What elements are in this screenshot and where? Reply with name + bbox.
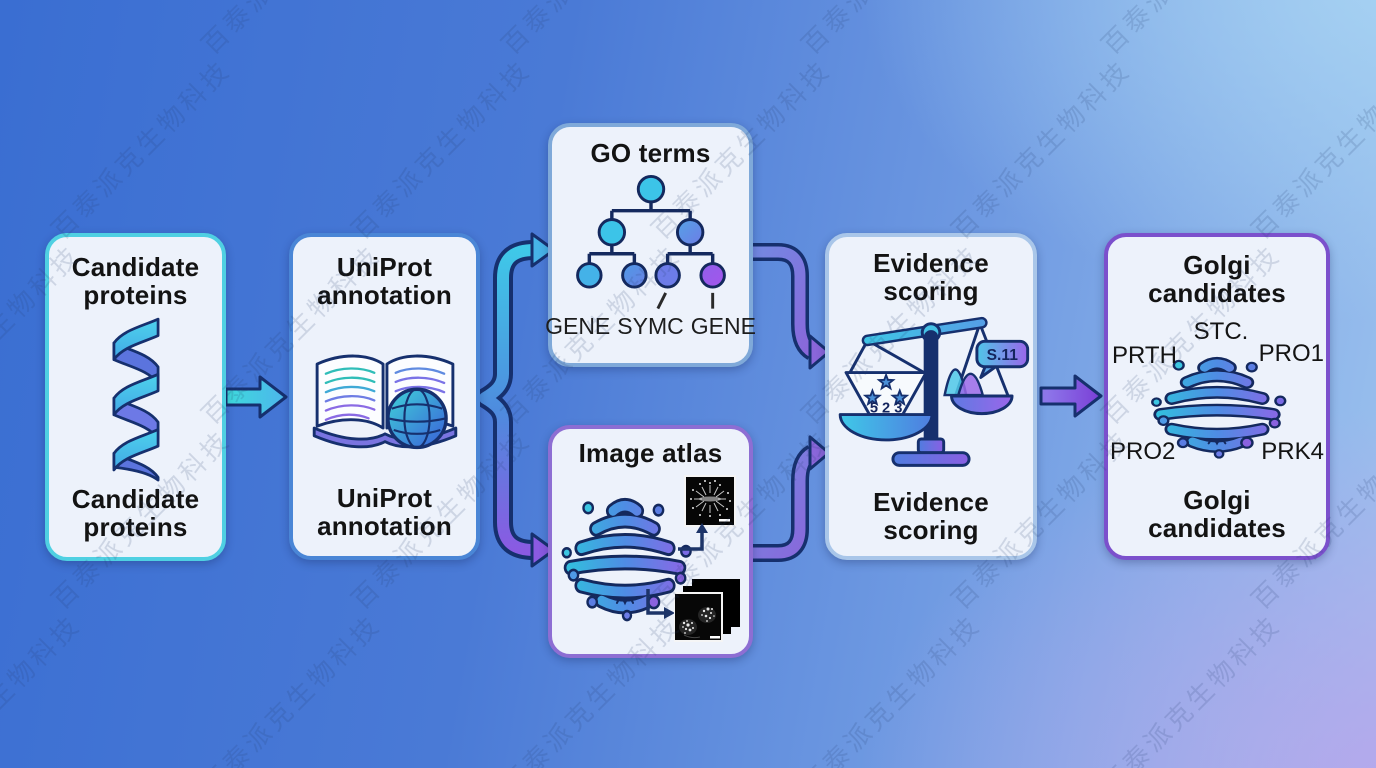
arrow-up-icon xyxy=(677,523,708,551)
gene-label-2: SYMC xyxy=(617,313,684,340)
watermark-text: 百泰派克生物科技 xyxy=(1095,609,1287,768)
evidence-title-bottom: Evidence scoring xyxy=(873,486,989,545)
protein-label-prth: PRTH xyxy=(1112,341,1177,369)
uniprot-title-bottom: UniProt annotation xyxy=(317,482,452,541)
arrow-evidence-to-golgi xyxy=(1039,374,1103,418)
protein-label-stc: STC. xyxy=(1193,317,1249,345)
gene-label-row: GENE SYMC GENE xyxy=(545,313,756,340)
golgi-title-top: Golgi candidates xyxy=(1148,250,1286,309)
image-atlas-figure xyxy=(552,471,750,643)
watermark-text: 百泰派克生物科技 xyxy=(45,54,237,246)
flow-step-image-atlas: Image atlas xyxy=(548,425,753,658)
arrow-right-elbow-icon xyxy=(645,589,675,620)
watermark-text: 百泰派克生物科技 xyxy=(0,0,88,61)
watermark-text: 百泰派克生物科技 xyxy=(945,54,1137,246)
golgi-title-bottom: Golgi candidates xyxy=(1148,484,1286,543)
watermark-text: 百泰派克生物科技 xyxy=(795,609,987,768)
evidence-title-top: Evidence scoring xyxy=(873,248,989,307)
watermark-text: 百泰派克生物科技 xyxy=(192,0,388,61)
protein-label-prk4: PRK4 xyxy=(1261,437,1324,465)
candidate-title-bottom: Candidate proteins xyxy=(71,483,200,542)
flow-step-golgi-candidates: Golgi candidates STC. PRTH PRO1 PRO2 PRK… xyxy=(1104,233,1330,560)
protein-label-pro1: PRO1 xyxy=(1258,339,1324,367)
arrow-candidate-to-uniprot xyxy=(224,375,288,419)
flow-step-candidate-proteins: Candidate proteins Candidate proteins xyxy=(45,233,226,561)
gene-label-3: GENE xyxy=(690,313,756,340)
watermark-text: 百泰派克生物科技 xyxy=(345,54,537,246)
watermark-text: 百泰派克生物科技 xyxy=(792,0,988,61)
watermark-text: 百泰派克生物科技 xyxy=(1092,0,1288,61)
candidate-title-top: Candidate proteins xyxy=(71,252,200,311)
balance-scale-icon: 5 2 3 S.11 xyxy=(838,316,1030,467)
gene-label-1: GENE xyxy=(545,313,611,340)
evidence-pan-values: 5 2 3 xyxy=(870,400,903,416)
protein-helix-icon xyxy=(112,317,159,482)
ontology-tree-icon xyxy=(575,175,726,310)
protein-label-pro2: PRO2 xyxy=(1110,437,1176,465)
uniprot-title-top: UniProt annotation xyxy=(317,252,452,311)
golgi-candidates-figure: STC. PRTH PRO1 PRO2 PRK4 xyxy=(1108,318,1326,476)
arrow-atlas-to-evidence xyxy=(752,435,830,562)
micrograph-single-image xyxy=(683,475,736,528)
arrow-goterms-to-evidence xyxy=(752,243,830,370)
watermark-text: 百泰派克生物科技 xyxy=(492,0,688,61)
flow-step-go-terms: GO terms GENE SYMC GENE xyxy=(545,123,756,367)
score-bubble: S.11 xyxy=(975,339,1030,379)
flow-step-evidence-scoring: Evidence scoring 5 2 3 xyxy=(825,233,1037,560)
image-atlas-title: Image atlas xyxy=(578,438,723,468)
arrow-uniprot-split xyxy=(478,232,556,568)
watermark-text: 百泰派克生物科技 xyxy=(1245,54,1376,246)
go-terms-title: GO terms xyxy=(590,138,711,168)
book-globe-icon xyxy=(312,354,457,449)
micrograph-stack-image xyxy=(673,579,740,643)
score-bubble-text: S.11 xyxy=(987,346,1019,363)
flow-step-uniprot-annotation: UniProt annotation UniProt anno xyxy=(289,233,480,560)
watermark-text: 百泰派克生物科技 xyxy=(195,609,387,768)
watermark-text: 百泰派克生物科技 xyxy=(0,609,87,768)
